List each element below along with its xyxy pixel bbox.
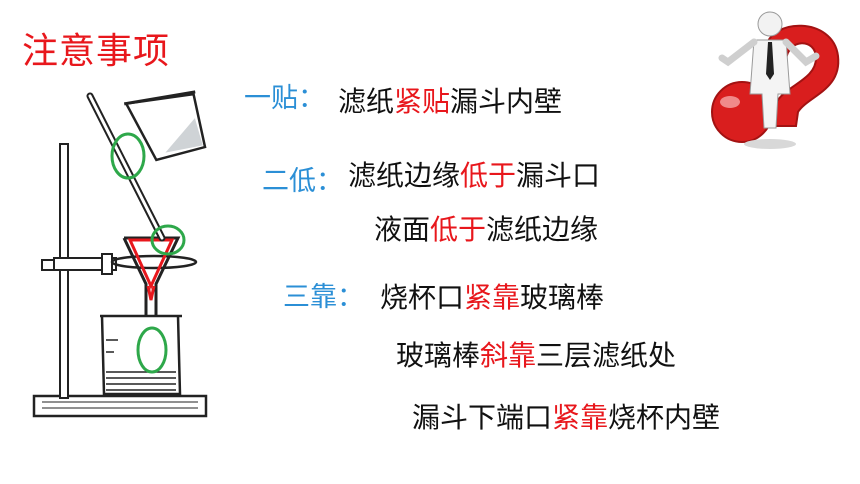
rule-three-label: 三靠： [283, 282, 364, 313]
rule-three-line-2: 玻璃棒斜靠三层滤纸处 [396, 334, 676, 374]
rule-one-line-1-highlight: 紧贴 [394, 85, 451, 118]
rule-two-line-1-post: 漏斗口 [516, 159, 601, 192]
rule-three-line-1-pre: 烧杯口 [380, 281, 465, 314]
rule-two-line-2-highlight: 低于 [430, 213, 487, 246]
rule-three-line-2-post: 三层滤纸处 [536, 339, 677, 372]
rule-three-line-1-post: 玻璃棒 [520, 281, 605, 314]
rule-one-line-1-pre: 滤纸 [338, 85, 395, 118]
rule-three-line-3-highlight: 紧靠 [552, 401, 609, 434]
rule-three-line-3-pre: 漏斗下端口 [412, 401, 553, 434]
page-title: 注意事项 [22, 31, 171, 72]
question-mark-figure-icon [711, 11, 840, 149]
rule-three-line-2-highlight: 斜靠 [480, 339, 537, 372]
rule-two-line-1: 滤纸边缘低于漏斗口 [348, 154, 600, 194]
rule-three-line-1-highlight: 紧靠 [464, 281, 521, 314]
rule-two-line-2: 液面低于滤纸边缘 [374, 208, 598, 248]
rule-two-line-1-highlight: 低于 [460, 159, 517, 192]
rule-two-line-1-pre: 滤纸边缘 [348, 159, 461, 192]
rule-two-line-2-pre: 液面 [374, 213, 431, 246]
rule-three-line-3: 漏斗下端口紧靠烧杯内壁 [412, 396, 720, 436]
rule-two-line-2-post: 滤纸边缘 [486, 213, 599, 246]
rule-three-line-1: 烧杯口紧靠玻璃棒 [380, 276, 604, 316]
rule-two-label: 二低： [262, 166, 343, 197]
rule-three-line-2-pre: 玻璃棒 [396, 339, 481, 372]
rule-one-line-1-post: 漏斗内壁 [450, 85, 563, 118]
rule-one-line-1: 滤纸紧贴漏斗内壁 [338, 80, 562, 120]
filtration-apparatus-icon [32, 90, 208, 418]
rule-three-line-3-post: 烧杯内壁 [608, 401, 721, 434]
rule-one-label: 一贴： [244, 83, 325, 114]
